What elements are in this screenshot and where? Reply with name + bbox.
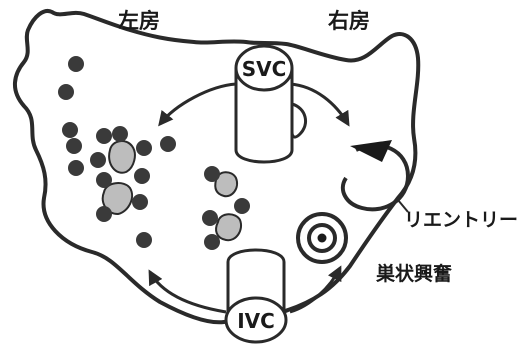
trigger-dot (160, 136, 176, 152)
trigger-dot (68, 160, 84, 176)
trigger-dot (96, 128, 112, 144)
trigger-dot (62, 122, 78, 138)
trigger-dot (66, 138, 82, 154)
trigger-dot (58, 84, 74, 100)
left-atrium-label: 左房 (118, 9, 160, 33)
trigger-dot (132, 194, 148, 210)
trigger-dot (202, 210, 218, 226)
ivc-label: IVC (237, 309, 275, 333)
focal-excitation-label: 巣状興奮 (375, 262, 452, 285)
focal-excitation-target (298, 214, 346, 262)
reentry-loop (343, 140, 408, 212)
svc-label: SVC (242, 57, 287, 81)
right-atrium-label: 右房 (328, 9, 370, 33)
conduction-arrow-upper-left (160, 84, 236, 124)
trigger-dot (136, 232, 152, 248)
trigger-dot (68, 56, 84, 72)
reentry-label: リエントリー (404, 209, 518, 231)
block-region (109, 141, 135, 173)
trigger-dot (96, 172, 112, 188)
trigger-dot (96, 206, 112, 222)
trigger-dot (234, 198, 250, 214)
conduction-arrow-lower-left (150, 272, 226, 312)
trigger-dot (134, 168, 150, 184)
trigger-dot (204, 234, 220, 250)
trigger-dot (204, 166, 220, 182)
block-region (216, 214, 241, 240)
trigger-dot (136, 140, 152, 156)
conduction-arrow-upper-right (290, 84, 348, 124)
trigger-dot (90, 152, 106, 168)
trigger-dot (112, 126, 128, 142)
